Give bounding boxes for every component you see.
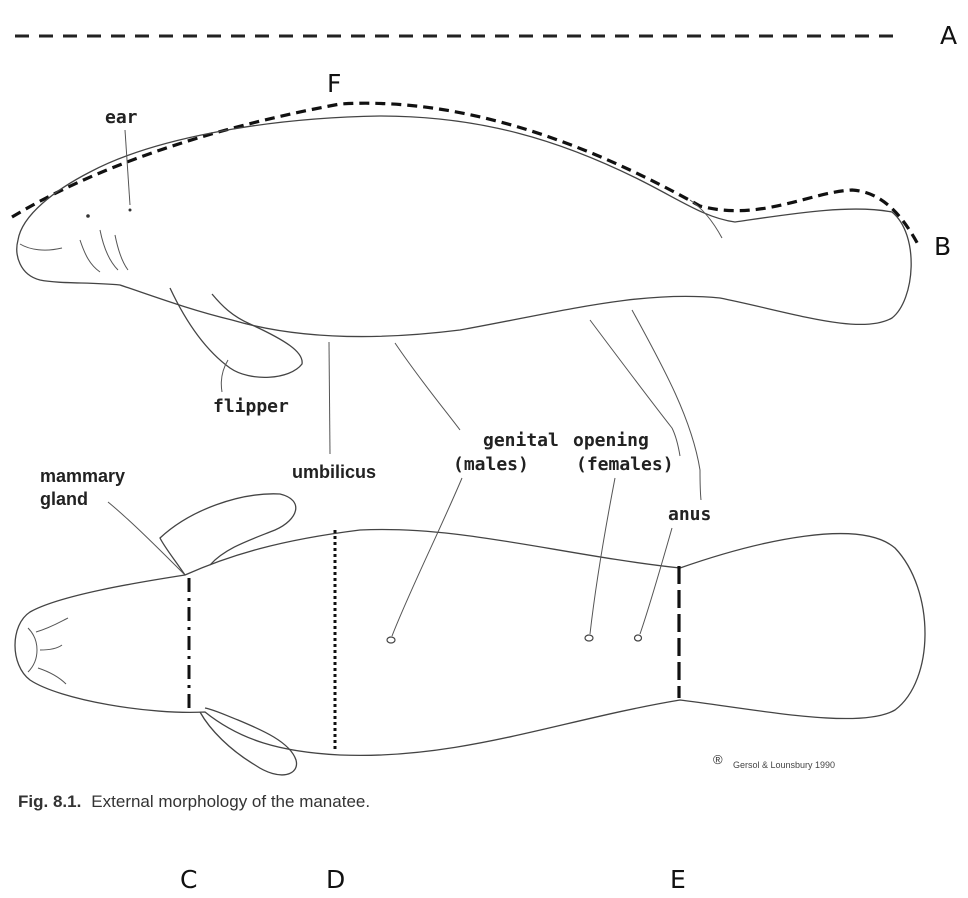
leader-ear — [125, 130, 130, 205]
figure-caption: Fig. 8.1. External morphology of the man… — [18, 792, 370, 811]
letter-f: F — [327, 69, 341, 98]
label-anus: anus — [668, 504, 711, 525]
ventral-right-flipper — [200, 708, 297, 775]
ventral-left-flipper — [160, 494, 296, 575]
genital-opening-male — [387, 637, 395, 643]
label-females: (females) — [576, 454, 674, 475]
ventral-body-outline — [15, 529, 925, 755]
letter-e: E — [670, 865, 686, 894]
genital-opening-female — [585, 635, 593, 641]
letter-c: C — [180, 865, 197, 894]
label-umbilicus: umbilicus — [292, 462, 376, 482]
leader-umbilicus — [329, 342, 330, 454]
anus-opening — [635, 635, 642, 641]
letter-b: B — [934, 232, 951, 261]
side-ear-hole — [129, 209, 132, 212]
label-mammary-gland-line1: mammary — [40, 466, 125, 486]
caption-number: Fig. 8.1. — [18, 792, 81, 811]
label-mammary-gland-line2: gland — [40, 489, 88, 509]
manatee-ventral-view — [15, 494, 925, 775]
side-head-wrinkles — [80, 230, 128, 272]
leader-anus-bottom — [640, 528, 672, 634]
label-ear: ear — [105, 107, 138, 128]
leader-flipper — [221, 360, 228, 392]
dorsal-profile-line-f — [12, 103, 920, 248]
side-tail-crease — [690, 200, 722, 238]
leader-males-top — [395, 343, 460, 430]
letter-a: A — [940, 21, 957, 50]
credit-text: Gersol & Lounsbury 1990 — [733, 760, 835, 770]
label-opening: opening — [573, 430, 649, 451]
side-body-outline — [17, 116, 911, 337]
label-flipper: flipper — [213, 396, 289, 417]
side-eye — [86, 214, 90, 218]
caption-text: External morphology of the manatee. — [91, 792, 370, 811]
side-flipper — [170, 288, 302, 377]
leader-mammary-gland — [108, 502, 184, 574]
label-genital: genital — [483, 430, 559, 451]
ventral-snout — [28, 618, 68, 684]
side-mouth — [20, 244, 62, 250]
leader-males-bottom — [392, 478, 462, 636]
manatee-side-view — [17, 116, 911, 377]
letter-d: D — [326, 865, 345, 894]
label-males: (males) — [453, 454, 529, 475]
credit-symbol: ® — [713, 752, 723, 767]
